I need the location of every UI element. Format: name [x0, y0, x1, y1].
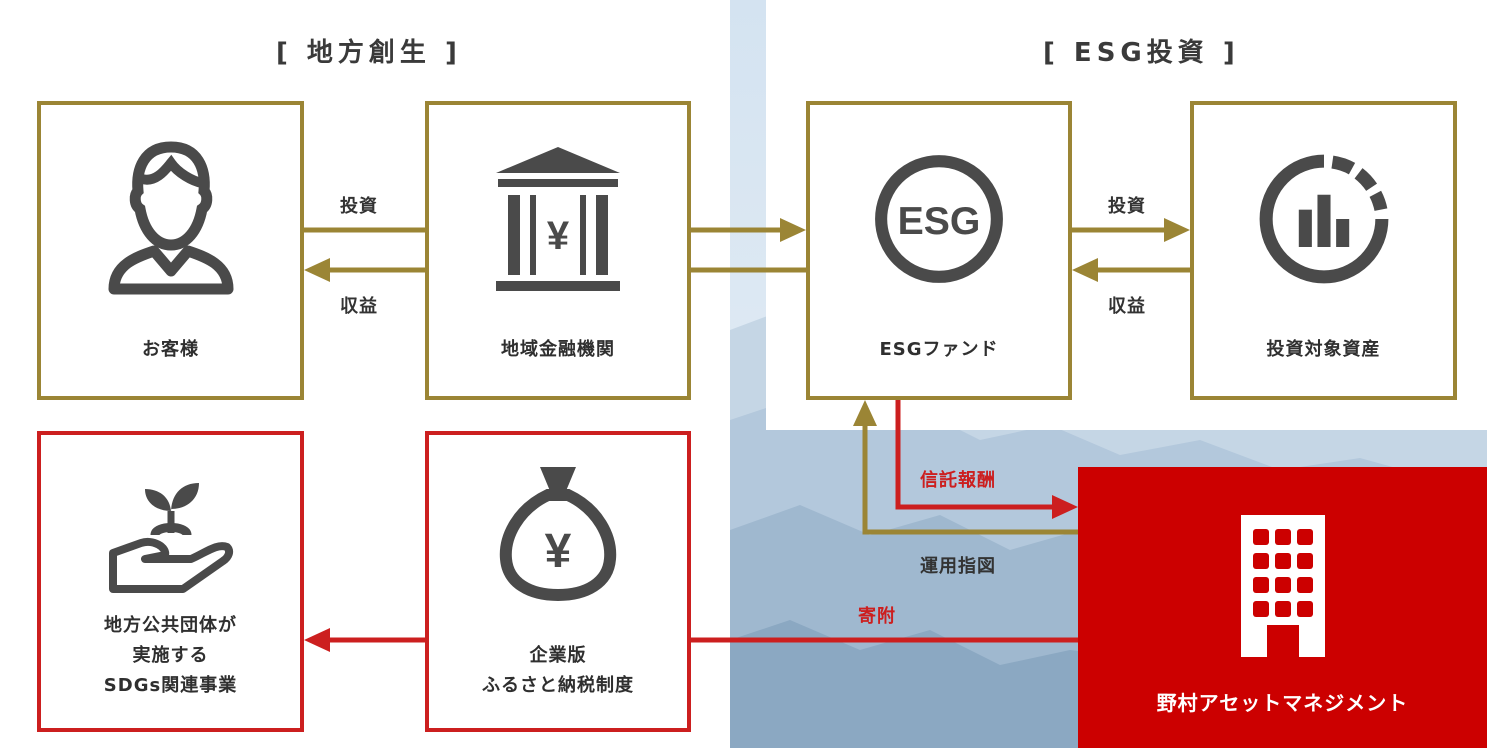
esg-badge-icon: ESG [869, 139, 1009, 299]
flow-label-donation: 寄附 [858, 606, 896, 627]
customer-box: お客様 [37, 101, 304, 400]
investment-assets-label: 投資対象資産 [1266, 339, 1381, 360]
money-bag-icon: ¥ [488, 455, 628, 605]
bag-yen-symbol: ¥ [545, 525, 572, 578]
local-gov-line3: SDGs関連事業 [103, 675, 238, 696]
bank-yen-symbol: ¥ [547, 214, 570, 258]
flow-label-trust-fee: 信託報酬 [920, 470, 996, 491]
nomura-asset-management-box: 野村アセットマネジメント [1078, 467, 1487, 748]
flow-label-invest-left: 投資 [340, 196, 378, 217]
esg-fund-box: ESG ESGファンド [806, 101, 1072, 400]
customer-label: お客様 [142, 339, 199, 360]
office-building-icon [1237, 511, 1329, 665]
bank-icon: ¥ [488, 139, 628, 299]
local-gov-line2: 実施する [132, 645, 209, 666]
furusato-line1: 企業版 [529, 645, 587, 666]
esg-fund-label: ESGファンド [879, 339, 999, 360]
flow-label-instruction: 運用指図 [920, 556, 996, 577]
esg-badge-text: ESG [898, 200, 981, 243]
flow-label-return-left: 収益 [340, 296, 378, 317]
regional-bank-label: 地域金融機関 [501, 339, 615, 360]
local-gov-label: 地方公共団体が 実施する SDGs関連事業 [41, 611, 300, 701]
regional-bank-box: ¥ 地域金融機関 [425, 101, 691, 400]
furusato-tax-box: ¥ 企業版 ふるさと納税制度 [425, 431, 691, 732]
local-gov-line1: 地方公共団体が [104, 615, 237, 636]
nomura-label: 野村アセットマネジメント [1156, 691, 1409, 715]
furusato-line2: ふるさと納税制度 [482, 675, 634, 696]
flow-label-invest-right: 投資 [1108, 196, 1146, 217]
person-icon [101, 139, 241, 299]
furusato-tax-label: 企業版 ふるさと納税制度 [429, 641, 687, 701]
section-title-esg: [ ESG投資 ] [1043, 38, 1240, 68]
sprout-hand-icon [101, 455, 241, 605]
section-title-regional: [ 地方創生 ] [276, 38, 462, 68]
flow-label-return-right: 収益 [1108, 296, 1146, 317]
investment-assets-box: 投資対象資産 [1190, 101, 1457, 400]
chart-pie-icon [1254, 139, 1394, 299]
local-gov-box: 地方公共団体が 実施する SDGs関連事業 [37, 431, 304, 732]
